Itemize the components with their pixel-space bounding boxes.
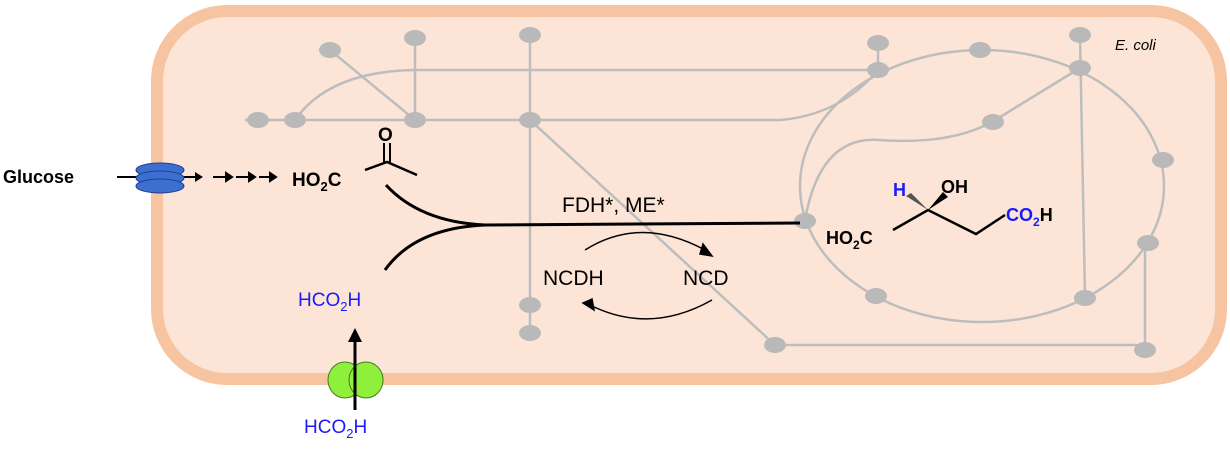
glucose-label: Glucose [3, 167, 74, 187]
pyruvate-structure: HO2C O [292, 125, 418, 194]
cell-membrane [151, 5, 1227, 385]
formate-extracellular-label: HCO2H [304, 417, 367, 441]
ncd-label: NCD [683, 267, 729, 290]
svg-text:H: H [893, 180, 906, 200]
svg-text:O: O [378, 125, 393, 146]
svg-text:OH: OH [941, 177, 968, 197]
network-nodes [247, 27, 1174, 358]
svg-text:CO2H: CO2H [1006, 205, 1053, 229]
multistep-arrows [213, 171, 278, 183]
formate-intracellular-label: HCO2H [298, 290, 361, 314]
svg-text:HO2C: HO2C [826, 228, 873, 252]
cofactor-cycle-arrows [581, 231, 714, 320]
organism-label: E. coli [1115, 37, 1157, 54]
carboxylation-reaction-arrow [383, 183, 801, 271]
ncdh-label: NCDH [543, 267, 604, 290]
enzymes-label: FDH*, ME* [562, 194, 665, 217]
svg-text:HO2C: HO2C [292, 170, 342, 194]
malate-structure: H OH HO2C CO2H [826, 177, 1053, 252]
metabolic-network [245, 34, 1166, 350]
glucose-transporter-icon [135, 162, 185, 194]
